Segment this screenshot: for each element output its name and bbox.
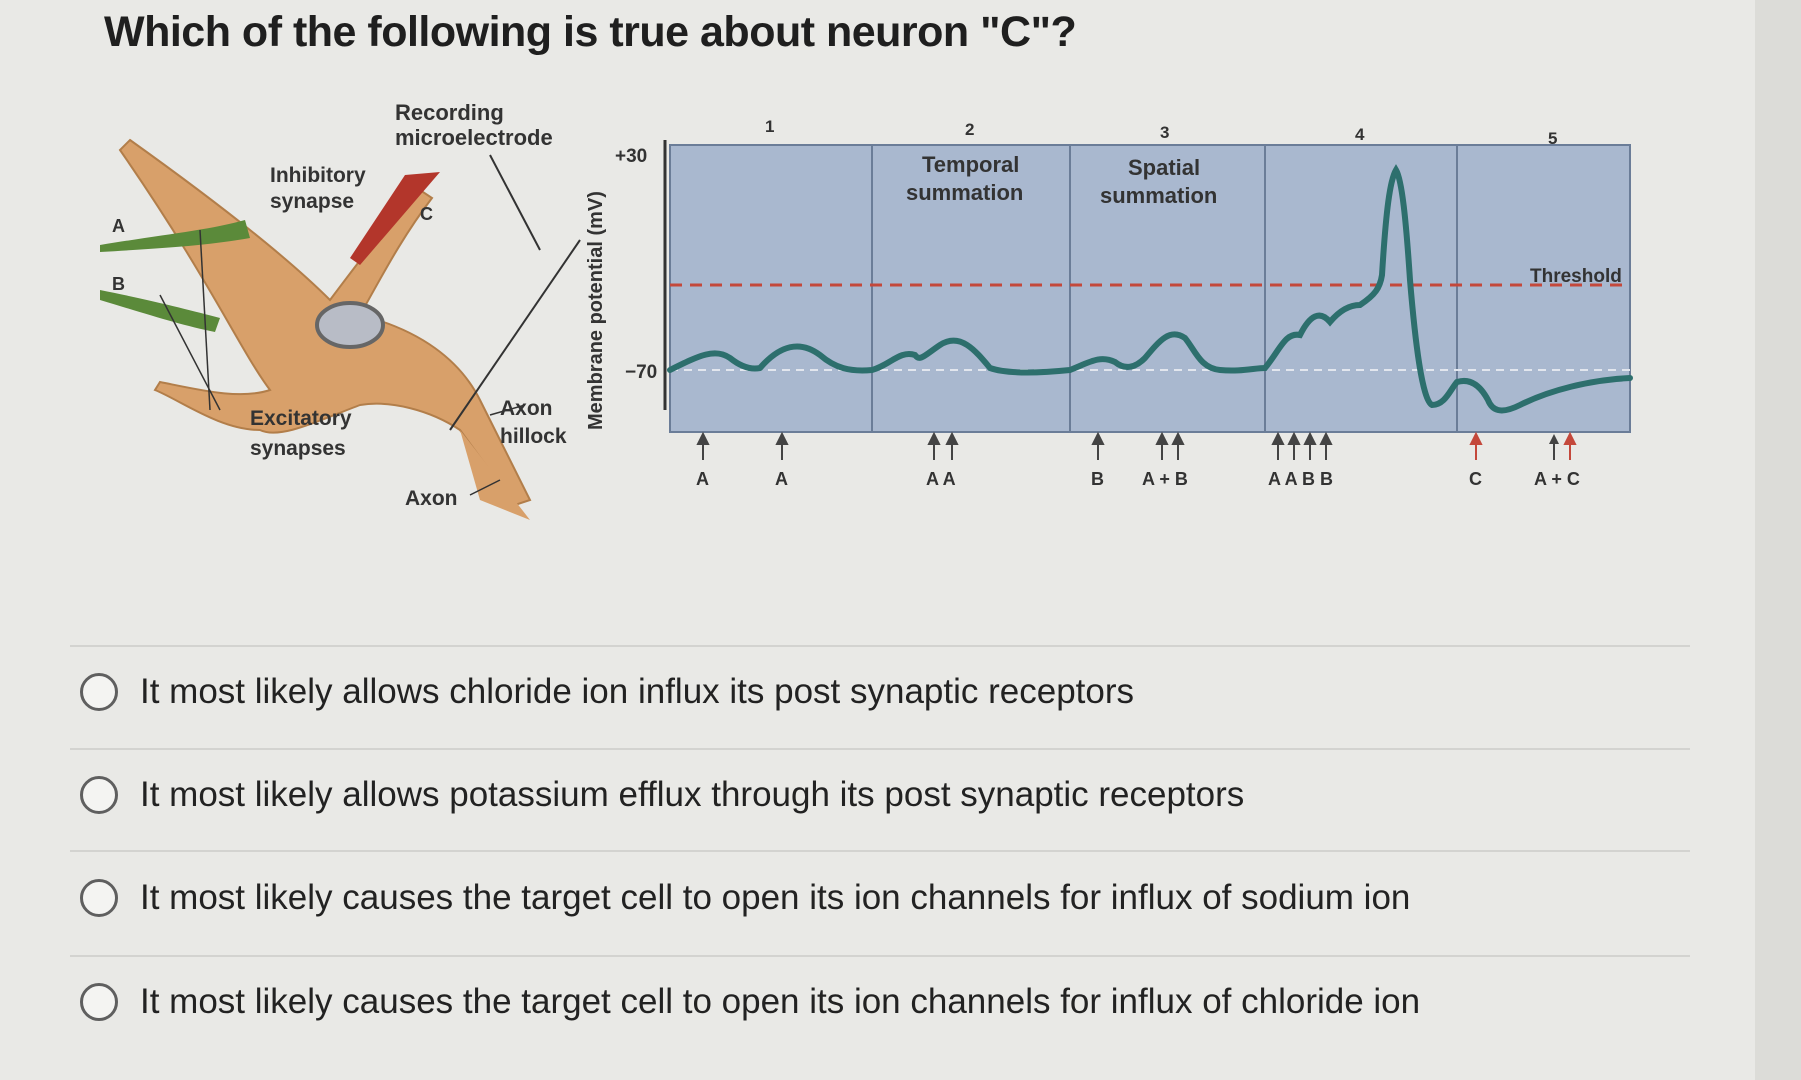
threshold-label: Threshold — [1530, 266, 1622, 287]
divider-4 — [70, 955, 1690, 957]
stimulus-label-1: A — [696, 469, 709, 489]
stimulus-arrows — [696, 431, 1333, 460]
microelectrode-line — [489, 154, 541, 251]
option-4-label: It most likely causes the target cell to… — [140, 982, 1421, 1021]
neuron-illustration: Recording microelectrode Inhibitory syna… — [100, 100, 581, 520]
axon-hillock-label-2: hillock — [500, 425, 567, 448]
section-number-2: 2 — [965, 120, 974, 139]
radio-button-1[interactable] — [80, 673, 118, 711]
synapse-b-shape — [100, 290, 220, 332]
excitatory-label-2: synapses — [250, 437, 346, 460]
option-3[interactable]: It most likely causes the target cell to… — [80, 868, 1410, 928]
divider-1 — [70, 645, 1690, 647]
inhibitory-label-2: synapse — [270, 190, 354, 213]
a-label: A — [112, 216, 125, 236]
stimulus-label-2: A — [775, 469, 788, 489]
section-3-title-2: summation — [1100, 183, 1217, 208]
option-1-label: It most likely allows chloride ion influ… — [140, 672, 1135, 711]
section-number-5: 5 — [1548, 129, 1557, 148]
b-label: B — [112, 274, 125, 294]
leader-a — [199, 229, 211, 411]
section-number-4: 4 — [1355, 125, 1365, 144]
stimulus-markers: A A A A B A + B A A B B C A + C — [696, 431, 1580, 489]
leader-hillock — [489, 404, 526, 416]
membrane-potential-graph: Membrane potential (mV) +30 −70 Threshol… — [585, 117, 1633, 433]
section-number-1: 1 — [765, 117, 774, 136]
y-axis-label: Membrane potential (mV) — [585, 191, 607, 430]
radio-button-3[interactable] — [80, 879, 118, 917]
stimulus-label-5: A + B — [1142, 469, 1188, 489]
stimulus-label-4: B — [1091, 469, 1104, 489]
recording-label-2: microelectrode — [395, 125, 553, 150]
divider-2 — [70, 748, 1690, 750]
axon-label: Axon — [405, 487, 458, 510]
stimulus-label-3: A A — [926, 469, 956, 489]
option-3-label: It most likely causes the target cell to… — [140, 878, 1411, 917]
y-tick-rest: −70 — [625, 362, 657, 383]
c-label: C — [420, 204, 433, 224]
leader-b — [159, 294, 221, 411]
inhibitory-label-1: Inhibitory — [270, 164, 366, 187]
axon-hillock-label-1: Axon — [500, 397, 553, 420]
option-4[interactable]: It most likely causes the target cell to… — [80, 972, 1420, 1032]
question-text: Which of the following is true about neu… — [104, 8, 1077, 56]
stimulus-label-8: A + C — [1534, 469, 1580, 489]
neuron-summation-figure: Recording microelectrode Inhibitory syna… — [60, 100, 1660, 620]
axon-shape — [460, 430, 530, 520]
option-2[interactable]: It most likely allows potassium efflux t… — [80, 765, 1244, 825]
figure-svg: Recording microelectrode Inhibitory syna… — [100, 100, 1633, 520]
radio-button-2[interactable] — [80, 776, 118, 814]
synapse-c-shape — [350, 172, 440, 265]
section-number-3: 3 — [1160, 123, 1169, 142]
divider-3 — [70, 850, 1690, 852]
inhibitory-stimulus-arrows — [1469, 431, 1577, 460]
recording-label-1: Recording — [395, 100, 504, 125]
section-2-title-2: summation — [906, 180, 1023, 205]
synapse-a-shape — [100, 220, 250, 252]
option-2-label: It most likely allows potassium efflux t… — [140, 775, 1245, 814]
option-1[interactable]: It most likely allows chloride ion influ… — [80, 662, 1134, 722]
leader-axon — [469, 479, 501, 496]
stimulus-label-6: A A B B — [1268, 469, 1333, 489]
electrode-lead — [449, 239, 581, 431]
nucleus — [315, 301, 385, 349]
membrane-trace — [667, 164, 1633, 414]
screen-edge — [1755, 0, 1801, 1080]
excitatory-label-1: Excitatory — [250, 407, 352, 430]
stimulus-label-7: C — [1469, 469, 1482, 489]
radio-button-4[interactable] — [80, 983, 118, 1021]
section-3-title-1: Spatial — [1128, 155, 1200, 180]
section-2-title-1: Temporal — [922, 152, 1019, 177]
y-tick-top: +30 — [615, 146, 647, 167]
